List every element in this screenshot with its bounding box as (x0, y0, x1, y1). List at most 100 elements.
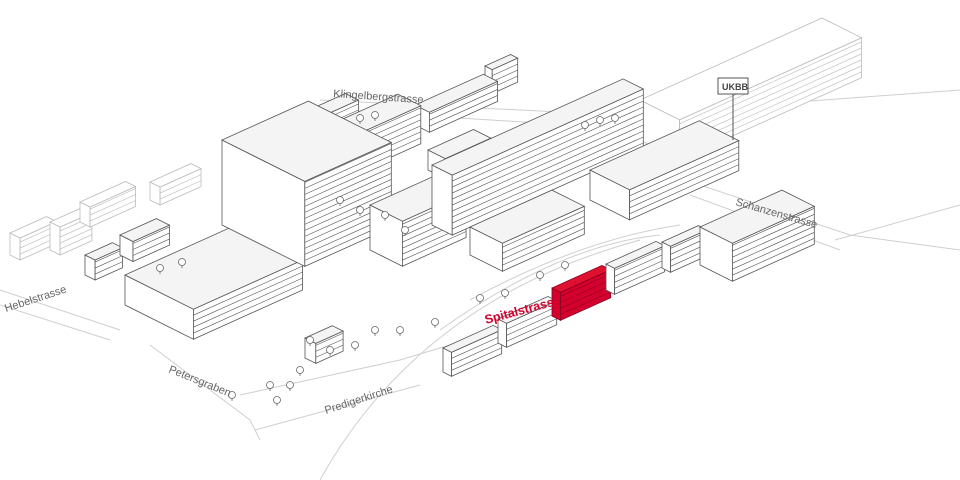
tree (156, 264, 164, 274)
floor-line (89, 200, 136, 222)
floor-line (614, 247, 665, 271)
facade (431, 164, 453, 236)
floor-line (629, 152, 739, 203)
road-edge (319, 239, 641, 480)
floor-line (614, 253, 665, 277)
roads (0, 89, 960, 480)
floor-line (629, 158, 739, 209)
floor-line (732, 208, 815, 246)
floor-line (452, 100, 644, 188)
floor-line (159, 174, 202, 194)
floor-line (94, 255, 123, 269)
floor-line (89, 194, 136, 216)
floor-line (132, 226, 170, 244)
road-edge (0, 289, 121, 331)
road-edge (469, 224, 681, 301)
floor-line (452, 124, 644, 212)
floor-line (560, 273, 611, 297)
roof (79, 181, 137, 208)
tree (266, 381, 274, 391)
roof (414, 73, 499, 113)
floor-line (304, 161, 392, 201)
roof (589, 120, 740, 191)
roof (119, 218, 171, 242)
building-row-4 (605, 240, 666, 295)
floor-line (614, 265, 665, 289)
floor-line (506, 312, 557, 336)
road-edge (149, 344, 261, 441)
tree (561, 261, 569, 271)
tree (611, 114, 619, 124)
tree (381, 211, 389, 221)
arrow-down-icon: ↓ (571, 277, 579, 294)
tree (356, 206, 364, 216)
roof (431, 78, 645, 176)
floor-line (193, 265, 303, 316)
house (119, 218, 171, 263)
tree (178, 258, 186, 268)
floor-line (304, 155, 392, 195)
floor-line (492, 69, 518, 82)
floor-line (132, 238, 170, 256)
house (149, 163, 202, 206)
building-cross-east (699, 189, 816, 282)
building-north-2 (414, 73, 499, 133)
floor-line (614, 259, 665, 283)
buildings (9, 17, 863, 377)
floor-line (452, 106, 644, 194)
tree (596, 116, 604, 126)
floor-line (679, 53, 862, 137)
road-edge (699, 184, 960, 251)
floor-line (304, 179, 392, 219)
roof (484, 54, 519, 71)
floor-line (452, 94, 644, 182)
floor-line (452, 142, 644, 230)
tree (326, 346, 334, 356)
tree (371, 326, 379, 336)
roof (469, 189, 586, 244)
house (9, 216, 58, 261)
floor-line (452, 118, 644, 206)
tree (536, 271, 544, 281)
tree (476, 294, 484, 304)
facade (49, 221, 61, 256)
floor-line (502, 228, 585, 266)
tree (273, 396, 281, 406)
facade (442, 347, 453, 377)
floor-line (732, 214, 815, 252)
tree (581, 121, 589, 131)
building-spitalstrasse-12 (551, 264, 612, 321)
street-label-hebelstrasse: Hebelstrasse (3, 284, 68, 315)
floor-line (94, 261, 123, 275)
house (79, 181, 137, 228)
floor-line (429, 95, 498, 127)
floor-line (452, 112, 644, 200)
street-label-petersgraben: Petersgraben (167, 364, 233, 400)
floor-line (506, 306, 557, 330)
tree (501, 289, 509, 299)
floor-line (629, 164, 739, 215)
floor-line (304, 143, 392, 183)
floor-line (502, 222, 585, 260)
road-edge (439, 234, 661, 331)
tree (351, 341, 359, 351)
tree (336, 196, 344, 206)
house (84, 242, 124, 281)
floor-line (315, 332, 344, 346)
floor-line (304, 185, 392, 225)
building-long-slab (431, 78, 645, 236)
floor-line (679, 47, 862, 131)
floor-line (304, 167, 392, 207)
building-row-2 (497, 295, 558, 348)
floor-line (732, 226, 815, 264)
floor-line (193, 283, 303, 334)
floor-line (59, 228, 93, 244)
floor-line (304, 191, 392, 231)
tree (306, 336, 314, 346)
floor-line (94, 249, 123, 263)
roof (639, 17, 863, 121)
floor-line (502, 216, 585, 254)
tree (371, 111, 379, 121)
roof (221, 100, 393, 182)
